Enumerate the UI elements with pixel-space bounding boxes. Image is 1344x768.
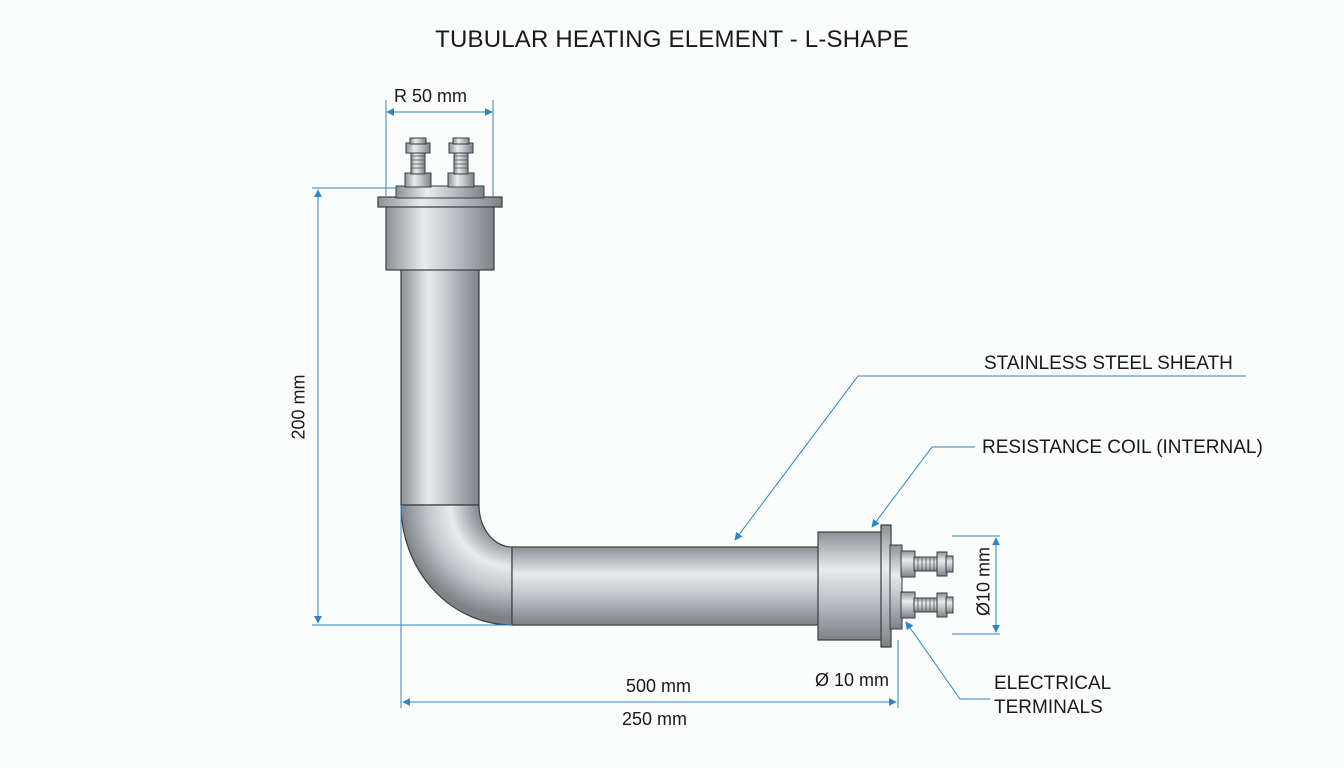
top-terminals xyxy=(404,137,475,188)
side-terminals xyxy=(900,550,954,619)
side-terminal-lower xyxy=(900,591,954,619)
terminals-leader xyxy=(905,621,990,700)
side-terminal-upper xyxy=(900,550,954,578)
tube-bend xyxy=(400,504,513,626)
side-fitting xyxy=(817,524,903,648)
terminals-callout-line1: ELECTRICAL xyxy=(994,673,1112,694)
sheath-leader xyxy=(734,375,1246,541)
top-width-dimension: R 50 mm xyxy=(394,86,468,106)
vertical-tube xyxy=(400,267,480,506)
dimension-lines xyxy=(312,100,1000,708)
diagram-title: TUBULAR HEATING ELEMENT - L-SHAPE xyxy=(435,26,909,53)
coil-leader xyxy=(871,446,975,528)
end-diameter-dimension: Ø 10 mm xyxy=(815,670,890,690)
coil-callout: RESISTANCE COIL (INTERNAL) xyxy=(982,437,1263,458)
sheath-callout: STAINLESS STEEL SHEATH xyxy=(984,353,1233,374)
terminals-callout-line2: TERMINALS xyxy=(994,697,1103,718)
callout-leaders xyxy=(734,375,1246,700)
length-sub-dimension: 250 mm xyxy=(622,709,688,729)
length-dimension: 500 mm xyxy=(626,676,692,696)
top-terminal-right xyxy=(447,137,475,188)
top-fitting xyxy=(377,185,503,271)
terminal-diameter-dimension: Ø10 mm xyxy=(973,547,994,617)
top-terminal-left xyxy=(404,137,432,188)
horizontal-tube xyxy=(511,546,821,626)
height-dimension: 200 mm xyxy=(288,374,309,440)
